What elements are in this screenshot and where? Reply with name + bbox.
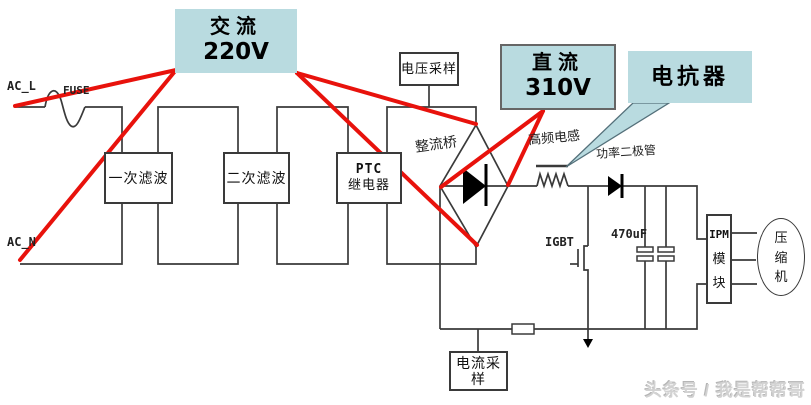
watermark: 头条号 / 我是帮帮哥 xyxy=(644,381,806,400)
primary-filter-block: 一次滤波 xyxy=(104,152,173,204)
shunt-resistor xyxy=(511,323,535,335)
fuse-label: FUSE xyxy=(63,84,90,97)
bridge-diode-icon xyxy=(463,168,486,204)
ac-l-label: AC_L xyxy=(7,79,36,93)
annotation-line-ac-n xyxy=(18,68,178,262)
ac-n-label: AC_N xyxy=(7,235,36,249)
wire xyxy=(20,204,123,265)
capacitor-plate xyxy=(636,246,654,253)
reactor-callout: 电抗器 xyxy=(628,51,752,103)
annotation-line-bridge-top xyxy=(295,71,478,126)
ptc-relay-block: PTC 继电器 xyxy=(336,152,402,204)
ipm-label-line2: 模 xyxy=(712,250,726,266)
capacitor-plate xyxy=(636,255,654,262)
compressor-label-line2: 缩 xyxy=(774,249,788,265)
current-sample-block: 电流采样 xyxy=(449,351,508,391)
ptc-label-line1: PTC xyxy=(355,162,383,178)
igbt-icon xyxy=(583,245,589,329)
annotation-line-dc-left xyxy=(439,109,545,189)
capacitor-value-label: 470uF xyxy=(611,227,648,241)
voltage-sample-block: 电压采样 xyxy=(399,52,459,86)
wire xyxy=(157,106,239,152)
ptc-label-line2: 继电器 xyxy=(347,177,390,192)
compressor-label-line1: 压 xyxy=(774,230,788,246)
annotation-lines xyxy=(13,68,545,262)
capacitor-icons xyxy=(636,246,675,262)
diode-triangle xyxy=(608,176,622,196)
compressor-label-line3: 机 xyxy=(774,268,788,284)
fuse-icon xyxy=(44,90,86,128)
annotation-line-dc-right xyxy=(506,109,545,187)
capacitor-plate xyxy=(657,255,675,262)
current-sample-label: 电流采样 xyxy=(456,354,501,387)
ipm-label-line3: 块 xyxy=(712,274,726,290)
circuit-wires xyxy=(15,86,757,352)
inductor-icon xyxy=(536,170,569,189)
wire xyxy=(622,185,706,240)
rectifier-bridge xyxy=(439,123,509,249)
primary-filter-label: 一次滤波 xyxy=(108,169,169,186)
wire xyxy=(440,283,706,330)
ac-callout-line1: 交流 xyxy=(210,16,262,39)
ground-arrow-icon xyxy=(583,339,593,348)
ipm-module-block: IPM 模 块 xyxy=(706,214,732,304)
wire xyxy=(157,204,239,265)
secondary-filter-label: 二次滤波 xyxy=(226,169,287,186)
dc-310v-callout: 直流 310V xyxy=(500,44,616,110)
wire xyxy=(276,204,349,265)
ac-220v-callout: 交流 220V xyxy=(175,9,297,73)
compressor-ellipse: 压 缩 机 xyxy=(757,218,805,296)
wire xyxy=(386,106,477,152)
capacitor-plate xyxy=(657,246,675,253)
reactor-callout-label: 电抗器 xyxy=(650,63,729,89)
igbt-label: IGBT xyxy=(545,235,574,249)
wire xyxy=(386,204,477,265)
power-diode-icon xyxy=(608,174,624,198)
voltage-sample-label: 电压采样 xyxy=(401,60,458,76)
ac-callout-line2: 220V xyxy=(203,39,269,66)
annotation-line-ac-l xyxy=(13,68,178,108)
dc-callout-line2: 310V xyxy=(525,75,591,102)
secondary-filter-block: 二次滤波 xyxy=(223,152,290,204)
ipm-label-line1: IPM xyxy=(709,228,729,242)
wire xyxy=(276,106,349,152)
dc-callout-line1: 直流 xyxy=(532,52,584,75)
reactor-callout-tail xyxy=(565,102,672,168)
